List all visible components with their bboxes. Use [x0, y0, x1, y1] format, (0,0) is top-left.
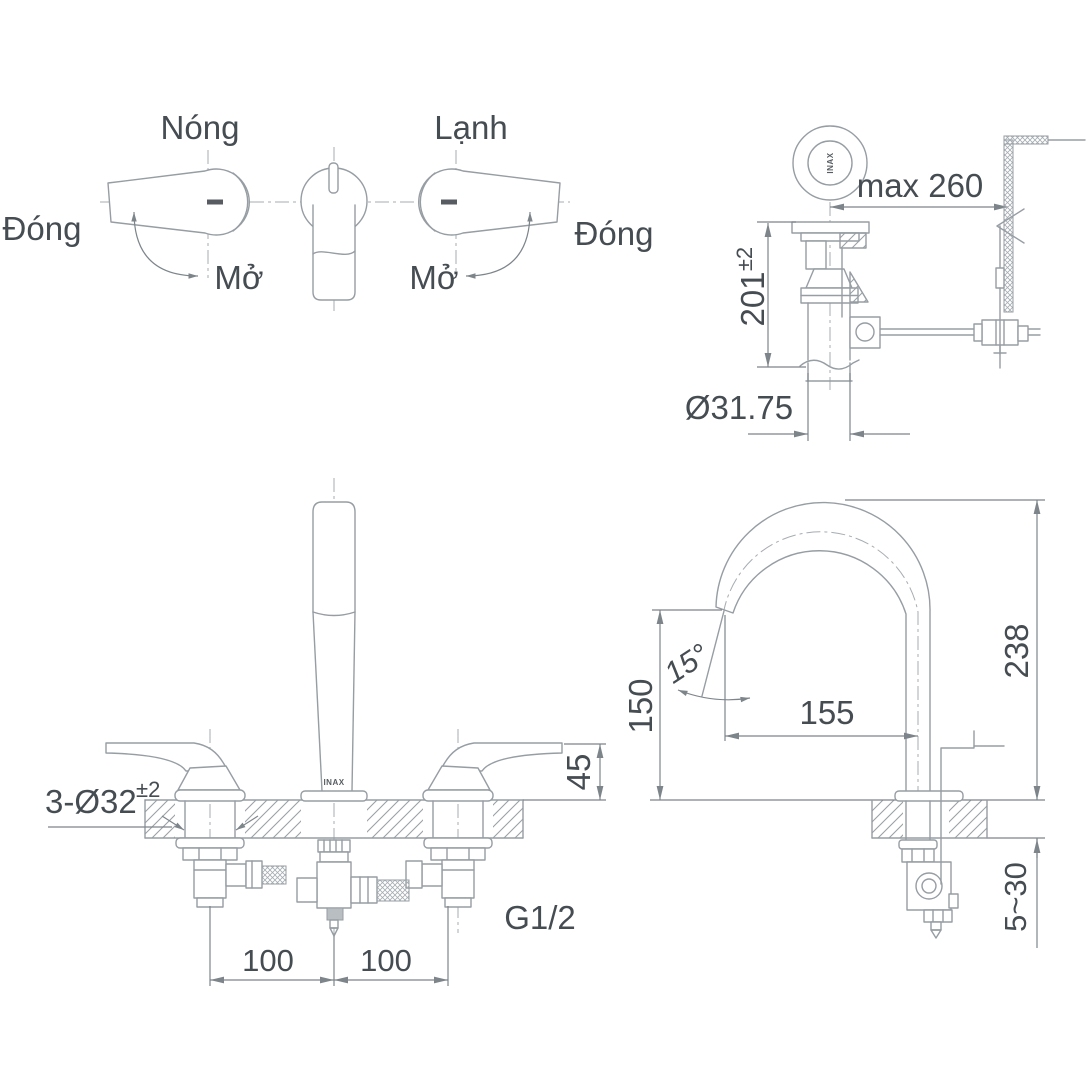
- side-lift-rod-drawing: [940, 730, 1005, 885]
- dim-right-spacing-value: 100: [360, 943, 412, 978]
- dim-drain-height-value: 201: [734, 271, 771, 326]
- dim-total-height: 238: [845, 499, 1045, 800]
- dim-hole-spacing: 100 100: [209, 906, 449, 986]
- cold-handle-drawing: [418, 168, 561, 279]
- front-spout-drawing: INAX: [300, 501, 368, 802]
- dim-deck-thickness-value: 5~30: [998, 862, 1033, 932]
- dim-holes-tolerance: ±2: [136, 777, 160, 802]
- drain-top-view: INAX: [792, 125, 868, 201]
- dim-max-reach: max 260: [857, 167, 984, 204]
- lift-rod-drawing: [995, 135, 1086, 355]
- hot-handle-drawing: [107, 168, 250, 279]
- cold-label: Lạnh: [434, 109, 507, 146]
- faucet-front-view: INAX: [45, 478, 606, 986]
- front-center-valve-drawing: [296, 839, 410, 937]
- front-right-handle-drawing: [405, 742, 563, 908]
- popup-drain-view: INAX max 260: [685, 125, 1086, 441]
- dim-spout-reach: 155: [725, 694, 918, 740]
- dim-left-spacing-value: 100: [242, 943, 294, 978]
- thread-size-label: G1/2: [504, 899, 576, 936]
- side-deck-drawing: [650, 799, 1045, 839]
- dim-handle-height: 45: [523, 743, 606, 801]
- dim-spout-height: 150: [622, 609, 722, 800]
- dim-drain-height-tolerance: ±2: [732, 247, 757, 271]
- drain-body-drawing: [791, 221, 881, 382]
- hot-rotation-arrow: [131, 211, 199, 279]
- dim-drain-diameter: Ø31.75: [685, 373, 910, 441]
- drain-brand-mark: INAX: [826, 152, 835, 173]
- handles-top-view: Nóng Lạnh Đóng Đóng Mở Mở: [3, 109, 654, 313]
- dim-drain-diameter-value: Ø31.75: [685, 389, 793, 426]
- drain-lever-drawing: [879, 319, 1041, 369]
- dim-spout-angle-value: 15°: [659, 638, 715, 690]
- dim-spout-height-value: 150: [622, 678, 659, 733]
- dim-total-height-value: 238: [998, 623, 1035, 678]
- faucet-side-view: 15° 150 155 238 5~30: [622, 499, 1045, 948]
- hot-label: Nóng: [161, 109, 240, 146]
- front-brand-mark: INAX: [323, 778, 344, 787]
- open-right-label: Mở: [409, 259, 458, 296]
- cold-rotation-arrow: [465, 211, 533, 279]
- close-right-label: Đóng: [575, 215, 654, 252]
- dim-spout-angle: 15°: [659, 615, 751, 741]
- close-left-label: Đóng: [3, 210, 82, 247]
- front-left-handle-drawing: [105, 742, 287, 908]
- dim-holes-label: 3-Ø32: [45, 783, 137, 820]
- spout-top-view-drawing: [300, 162, 368, 301]
- side-under-deck-drawing: [894, 790, 964, 939]
- dim-handle-height-value: 45: [560, 754, 597, 791]
- side-spout-drawing: [701, 501, 931, 801]
- dim-spout-reach-value: 155: [799, 694, 854, 731]
- dim-mounting-holes: 3-Ø32 ±2: [45, 777, 259, 831]
- dim-deck-thickness: 5~30: [998, 838, 1041, 948]
- dim-drain-height: 201 ±2: [732, 221, 806, 368]
- open-left-label: Mở: [214, 259, 263, 296]
